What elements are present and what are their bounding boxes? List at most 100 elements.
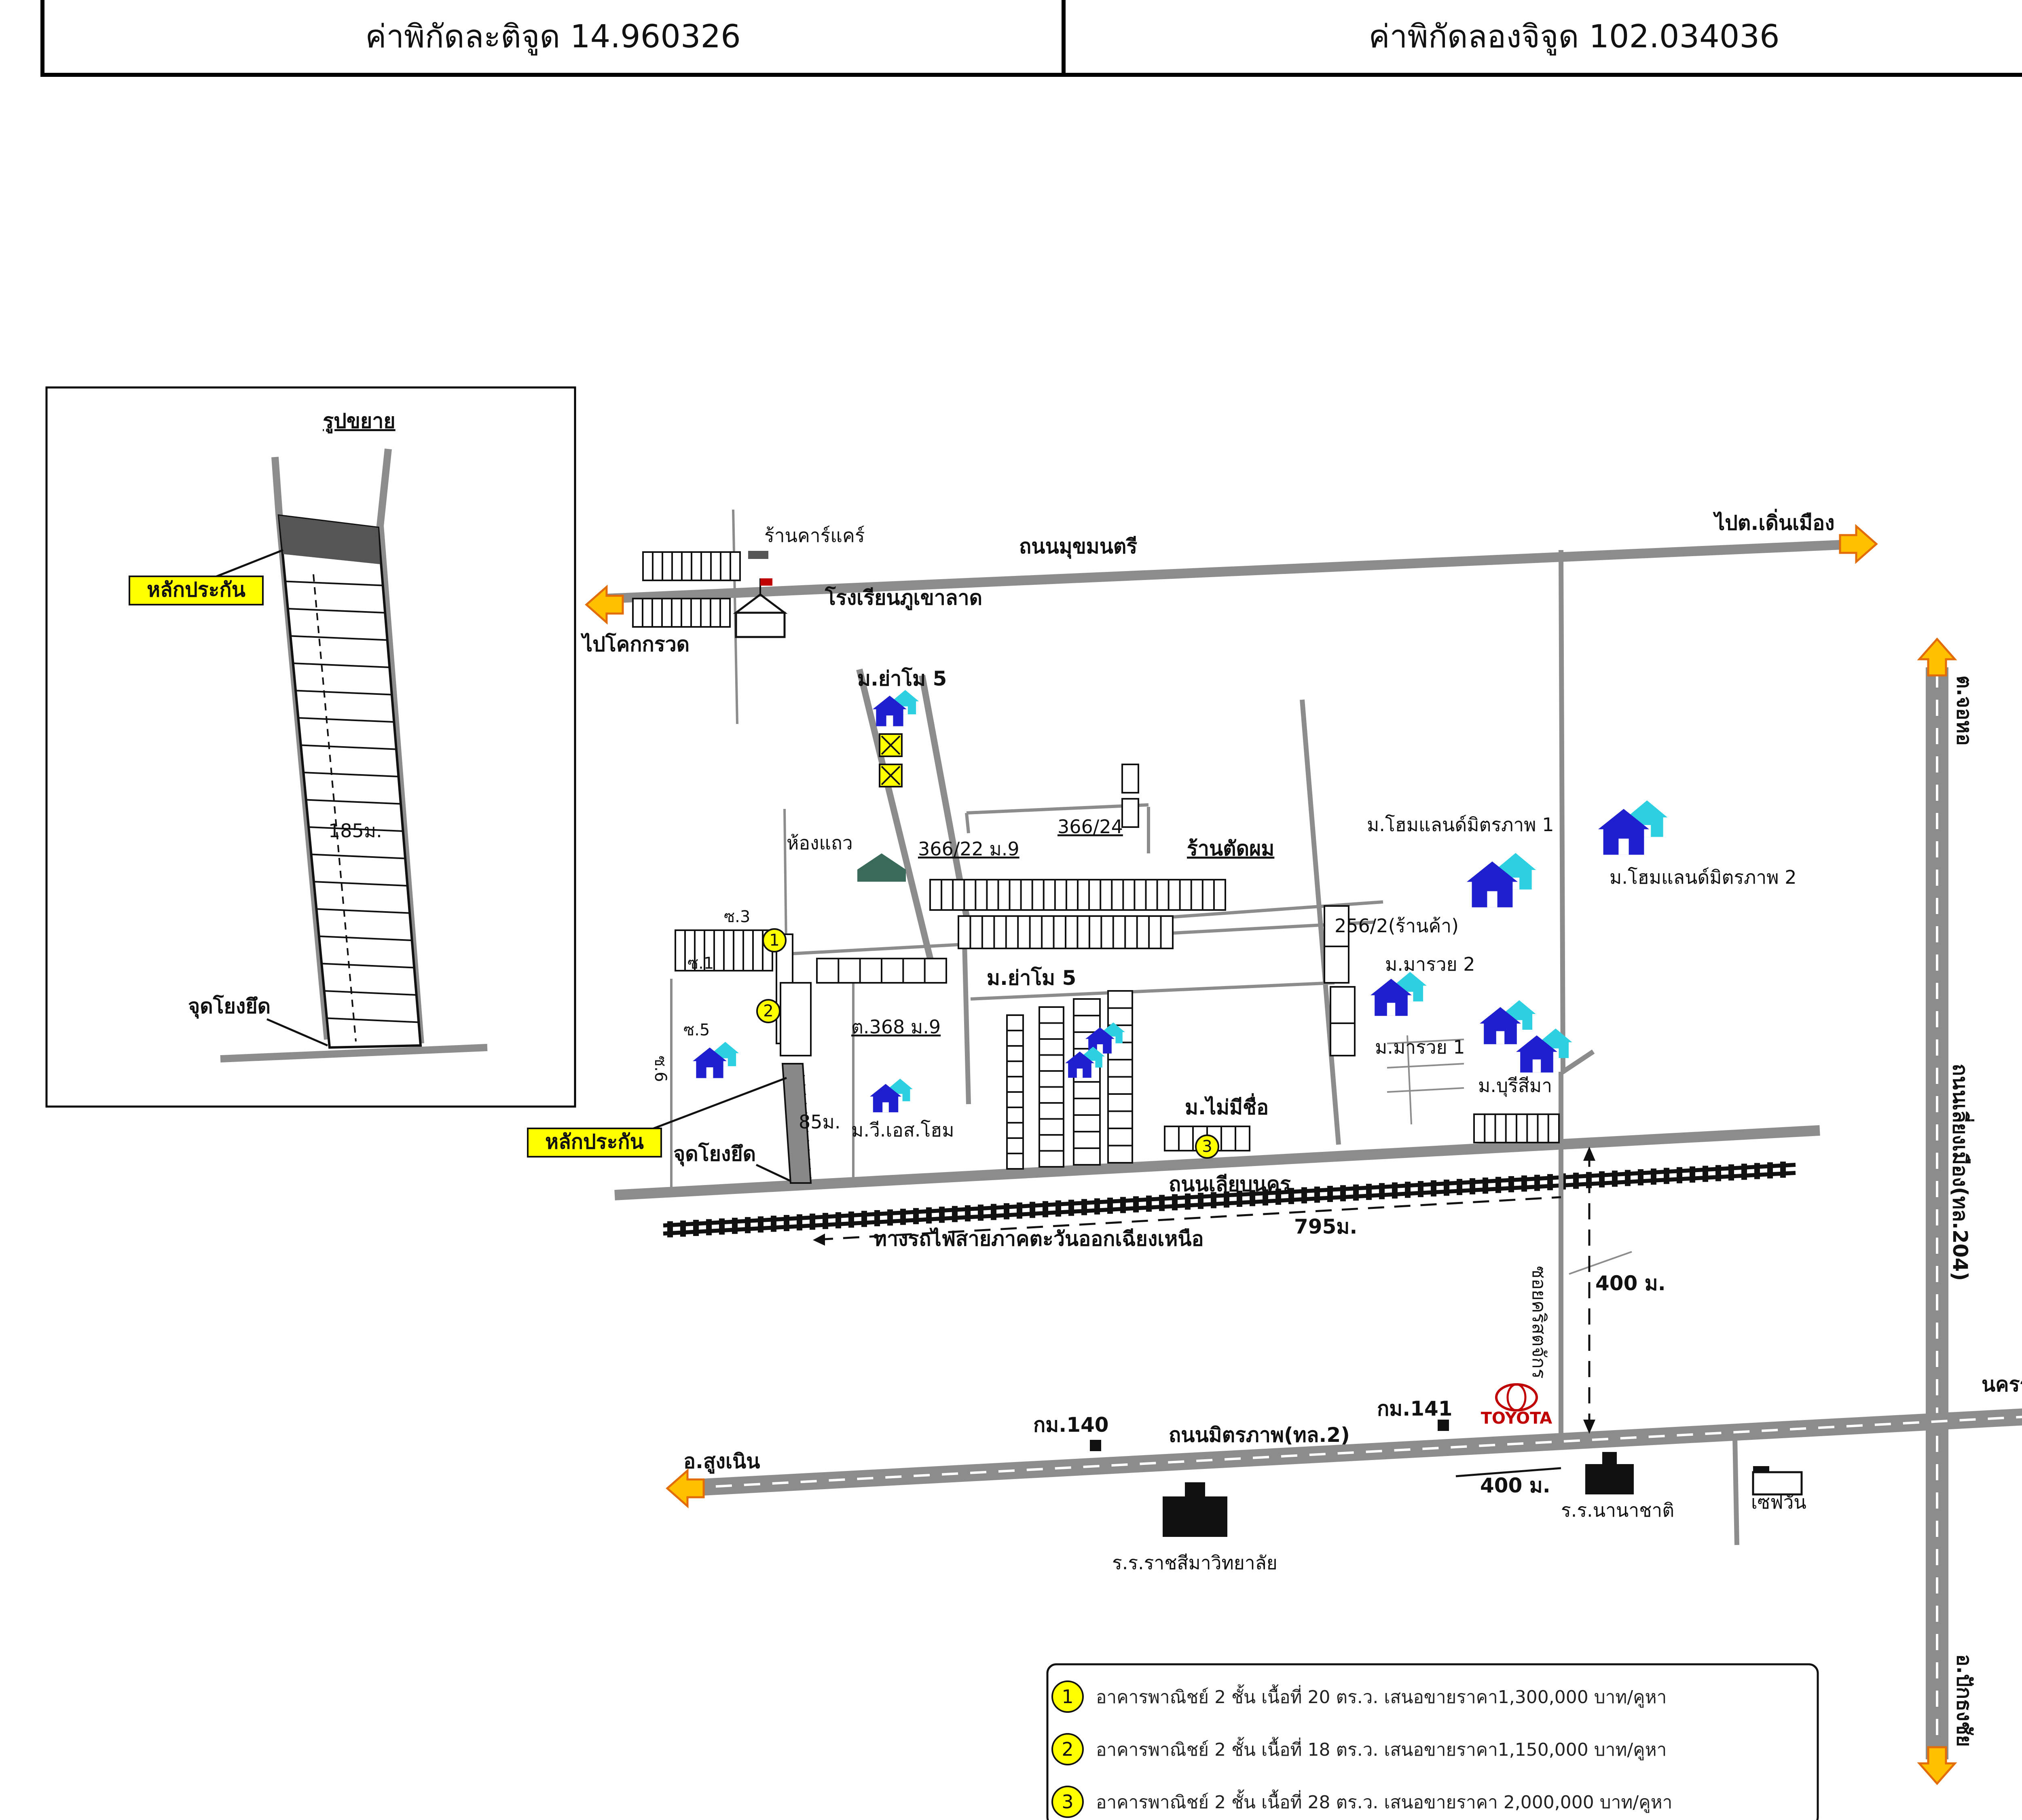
railway-label: ทางรถไฟสายภาคตะวันออกเฉียงเหนือ [874,1227,1204,1251]
homeland-road [1300,699,1341,1145]
inset-title: รูปขยาย [323,409,395,434]
legend-number: 2 [1062,1738,1073,1760]
main-road-label: ถนนเลียบนคร [1169,1172,1291,1196]
map-marker-number: 2 [763,1002,773,1020]
to-korat-label: นครราชสีมา [1982,1373,2022,1396]
inset-collateral-hatch [279,516,380,564]
arrow-east-north [1840,526,1876,562]
legend: 1 อาคารพาณิชย์ 2 ชั้น เนื้อที่ 20 ตร.ว. เ… [1046,1663,1819,1820]
collateral-label: หลักประกัน [545,1130,644,1153]
to-sungnoen-label: อ.สูงเนิน [683,1450,760,1474]
legend-item: 1 อาคารพาณิชย์ 2 ชั้น เนื้อที่ 20 ตร.ว. เ… [1051,1680,1667,1713]
school-icon [733,578,788,638]
inset-collateral-label: หลักประกัน [147,578,245,601]
yamo5-label: ม.ย่าโม 5 [987,966,1076,990]
car-icon [748,551,768,559]
toyota-logo [1495,1383,1538,1412]
seven-label: เซฟวัน [1751,1491,1806,1513]
main-road [614,1125,1820,1200]
house-256-label: 256/2(ร้านค้า) [1335,915,1459,937]
inset-collateral-tag [129,576,264,605]
legend-number: 3 [1062,1791,1073,1813]
inset-length: 185ม. [328,820,382,842]
inset-anchor-label: จุดโยงยึด [188,994,271,1019]
house-366-24-label: 366/24 [1058,816,1123,838]
barber-label: ร้านตัดผม [1187,837,1274,860]
map-marker-number: 3 [1202,1137,1212,1156]
to-khok-label: ไปโคกกรวด [580,632,690,656]
legend-number-circle [1051,1786,1084,1818]
no-name-label: ม.ไม่มีชื่อ [1185,1093,1269,1119]
soi6-label: ซ.6 [651,1056,670,1082]
north-road-label: ถนนมุขมนตรี [1019,535,1137,559]
latitude-label: ค่าพิกัดละติจูด 14.960326 [365,19,741,55]
roads [606,509,2022,1759]
to-mueang-label: ไปต.เดิ่นเมือง [1713,509,1835,535]
ratsima-label: ร.ร.ราชสีมาวิทยาลัย [1112,1552,1277,1574]
toyota-label: TOYOTA [1481,1409,1552,1428]
buildings: 123 [632,551,1803,1537]
house-368-label: ต.368 ม.9 [851,1016,941,1038]
longitude-label: ค่าพิกัดลองจิจูด 102.034036 [1062,0,2022,73]
arrow-highway-west [667,1471,704,1506]
soi-label: ซอยคริสตจักร [1528,1266,1550,1379]
maruay1-label: ม.มารวย 1 [1375,1036,1465,1058]
rail-distance-label: 795ม. [1294,1215,1357,1238]
south-highway [687,1408,2022,1496]
legend-text: อาคารพาณิชย์ 2 ชั้น เนื้อที่ 20 ตร.ว. เส… [1096,1684,1667,1708]
buriram-label: ม.บุรีสีมา [1478,1075,1552,1097]
km141-label: กม.141 [1377,1397,1453,1420]
km140-label: กม.140 [1033,1413,1109,1437]
house-366-22-label: 366/22 ม.9 [918,838,1019,860]
arrow-bypass-up [1919,639,1955,675]
soi5-label: ซ.5 [683,1021,710,1039]
carcare-label: ร้านคาร์แคร์ [764,525,865,546]
inset-panel: รูปขยาย 185ม. หลักประกัน จุดโยงยึด [45,386,576,1108]
north-road [606,539,1861,603]
east-top-label: ต.จอหอ [1952,675,1976,746]
inset-dim-line [313,574,357,1042]
dimension-lines [813,1147,1595,1477]
collateral-tag [527,1128,662,1158]
km141-marker [1438,1420,1449,1431]
length-85-label: 85ม. [799,1111,840,1133]
legend-text: อาคารพาณิชย์ 2 ชั้น เนื้อที่ 28 ตร.ว. เส… [1096,1789,1672,1813]
hong-thaeo-label: ห้องแถว [787,832,853,854]
homeland2-label: ม.โฮมแลนด์มิตรภาพ 2 [1610,866,1796,888]
collateral-plot [781,1063,812,1184]
arrow-west-north [586,587,623,622]
railway-track [663,1162,1796,1238]
warehouse-icon [857,853,906,882]
soi1-label: ซ.1 [687,954,714,973]
legend-number-circle [1051,1733,1084,1765]
intl-school-label: ร.ร.นานาชาติ [1561,1499,1674,1521]
legend-item: 3 อาคารพาณิชย์ 2 ชั้น เนื้อที่ 28 ตร.ว. เ… [1051,1786,1672,1818]
yamo5-top-label: ม.ย่าโม 5 [857,667,947,690]
km140-marker [1090,1440,1101,1451]
seven-icon [1752,1466,1803,1496]
arrow-bypass-down [1919,1747,1955,1784]
maruay2-label: ม.มารวย 2 [1385,953,1475,975]
legend-number-circle [1051,1680,1084,1713]
vs-home-label: ม.วี.เอส.โฮม [851,1119,954,1141]
legend-number: 1 [1062,1686,1073,1708]
school-label: โรงเรียนภูเขาลาด [825,586,982,610]
east-bottom-label: อ.ปักธงชัย [1952,1654,1976,1747]
inset-unit-lines [286,580,419,1023]
anchor-label: จุดโยงยึด [673,1142,756,1166]
homeland1-label: ม.โฮมแลนด์มิตรภาพ 1 [1367,814,1554,836]
coordinate-bar: ค่าพิกัดละติจูด 14.960326 ค่าพิกัดลองจิจ… [40,0,2022,77]
legend-item: 2 อาคารพาณิชย์ 2 ชั้น เนื้อที่ 18 ตร.ว. เ… [1051,1733,1667,1765]
east-road-label: ถนนเลี่ยงเมือง(ทล.204) [1948,1064,1974,1281]
dist-400-vertical: 400 ม. [1595,1272,1666,1295]
yamo-road-left [856,669,937,976]
inset-bottom-road [220,1044,488,1062]
south-road-label: ถนนมิตรภาพ(ทล.2) [1169,1423,1350,1447]
soi3-label: ซ.3 [724,908,750,926]
ratsima-school-icon [1163,1482,1227,1537]
dist-400-horizontal: 400 ม. [1480,1474,1550,1497]
legend-text: อาคารพาณิชย์ 2 ชั้น เนื้อที่ 18 ตร.ว. เส… [1096,1737,1667,1761]
map-labels: ถนนมุขมนตรี ไปต.เดิ่นเมือง ไปโคกกรวด ถนน… [527,509,2022,1747]
intl-school-icon [1585,1452,1634,1494]
